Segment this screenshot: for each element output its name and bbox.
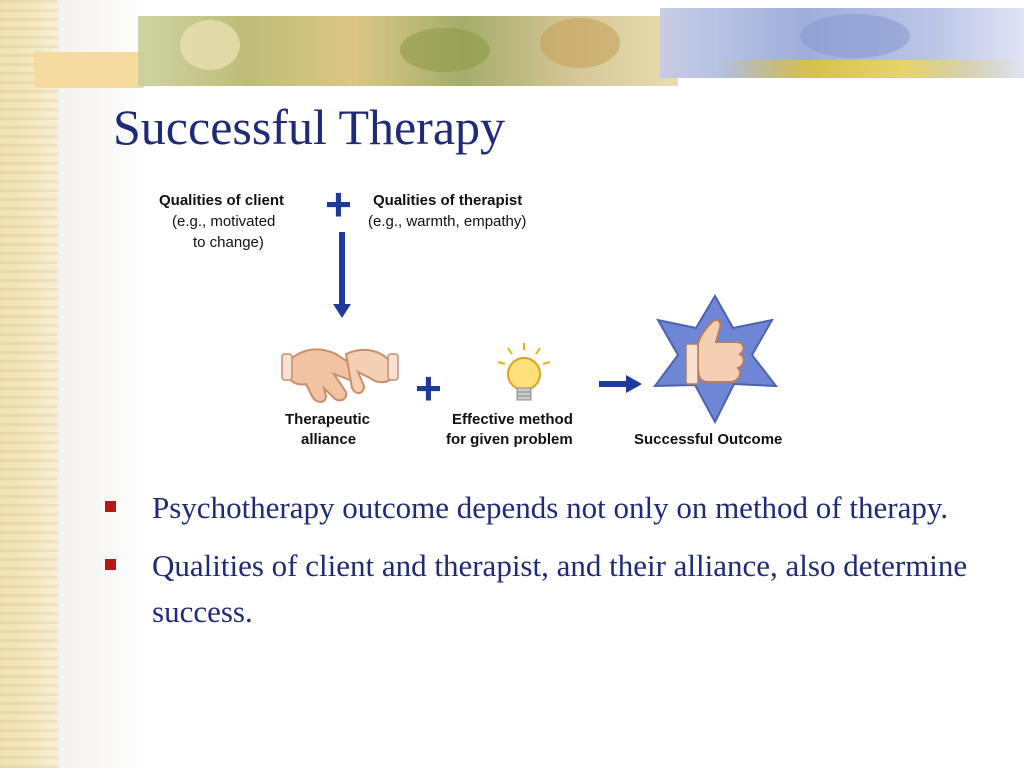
alliance-line-1: Therapeutic: [285, 411, 370, 428]
method-line-2: for given problem: [446, 431, 573, 448]
thumbs-up-star-icon: [652, 294, 779, 425]
lightbulb-icon: [497, 343, 551, 401]
background-blot: [540, 18, 620, 68]
background-left-fade: [58, 0, 148, 768]
background-blot: [800, 14, 910, 58]
bullet-item: Psychotherapy outcome depends not only o…: [102, 485, 982, 531]
slide-title: Successful Therapy: [113, 99, 506, 155]
background-top-cream: [34, 52, 144, 88]
outcome-label: Successful Outcome: [634, 431, 782, 448]
method-line-1: Effective method: [452, 411, 573, 428]
diagram-svg: Qualities of client (e.g., motivated to …: [159, 178, 782, 448]
background-blot: [400, 28, 490, 72]
client-sub-1: (e.g., motivated: [172, 213, 275, 230]
plus-sign: +: [325, 178, 352, 230]
background-blot: [180, 20, 240, 70]
bullet-square-icon: [105, 501, 116, 512]
therapist-sub: (e.g., warmth, empathy): [368, 213, 526, 230]
down-arrow-icon: [333, 232, 351, 318]
therapist-title: Qualities of therapist: [373, 192, 522, 209]
background-top-gold: [720, 60, 1024, 78]
plus-sign-2: +: [415, 362, 442, 414]
bullet-text: Psychotherapy outcome depends not only o…: [152, 490, 949, 525]
handshake-icon: [281, 348, 399, 403]
client-title: Qualities of client: [159, 192, 284, 209]
bullet-square-icon: [105, 559, 116, 570]
bullet-item: Qualities of client and therapist, and t…: [102, 543, 982, 635]
background-left-strip: [0, 0, 58, 768]
alliance-line-2: alliance: [301, 431, 356, 448]
therapy-diagram: Qualities of client (e.g., motivated to …: [150, 178, 830, 460]
bullet-list: Psychotherapy outcome depends not only o…: [102, 485, 982, 647]
client-sub-2: to change): [193, 234, 264, 251]
right-arrow-icon: [599, 375, 642, 393]
bullet-text: Qualities of client and therapist, and t…: [152, 548, 968, 629]
